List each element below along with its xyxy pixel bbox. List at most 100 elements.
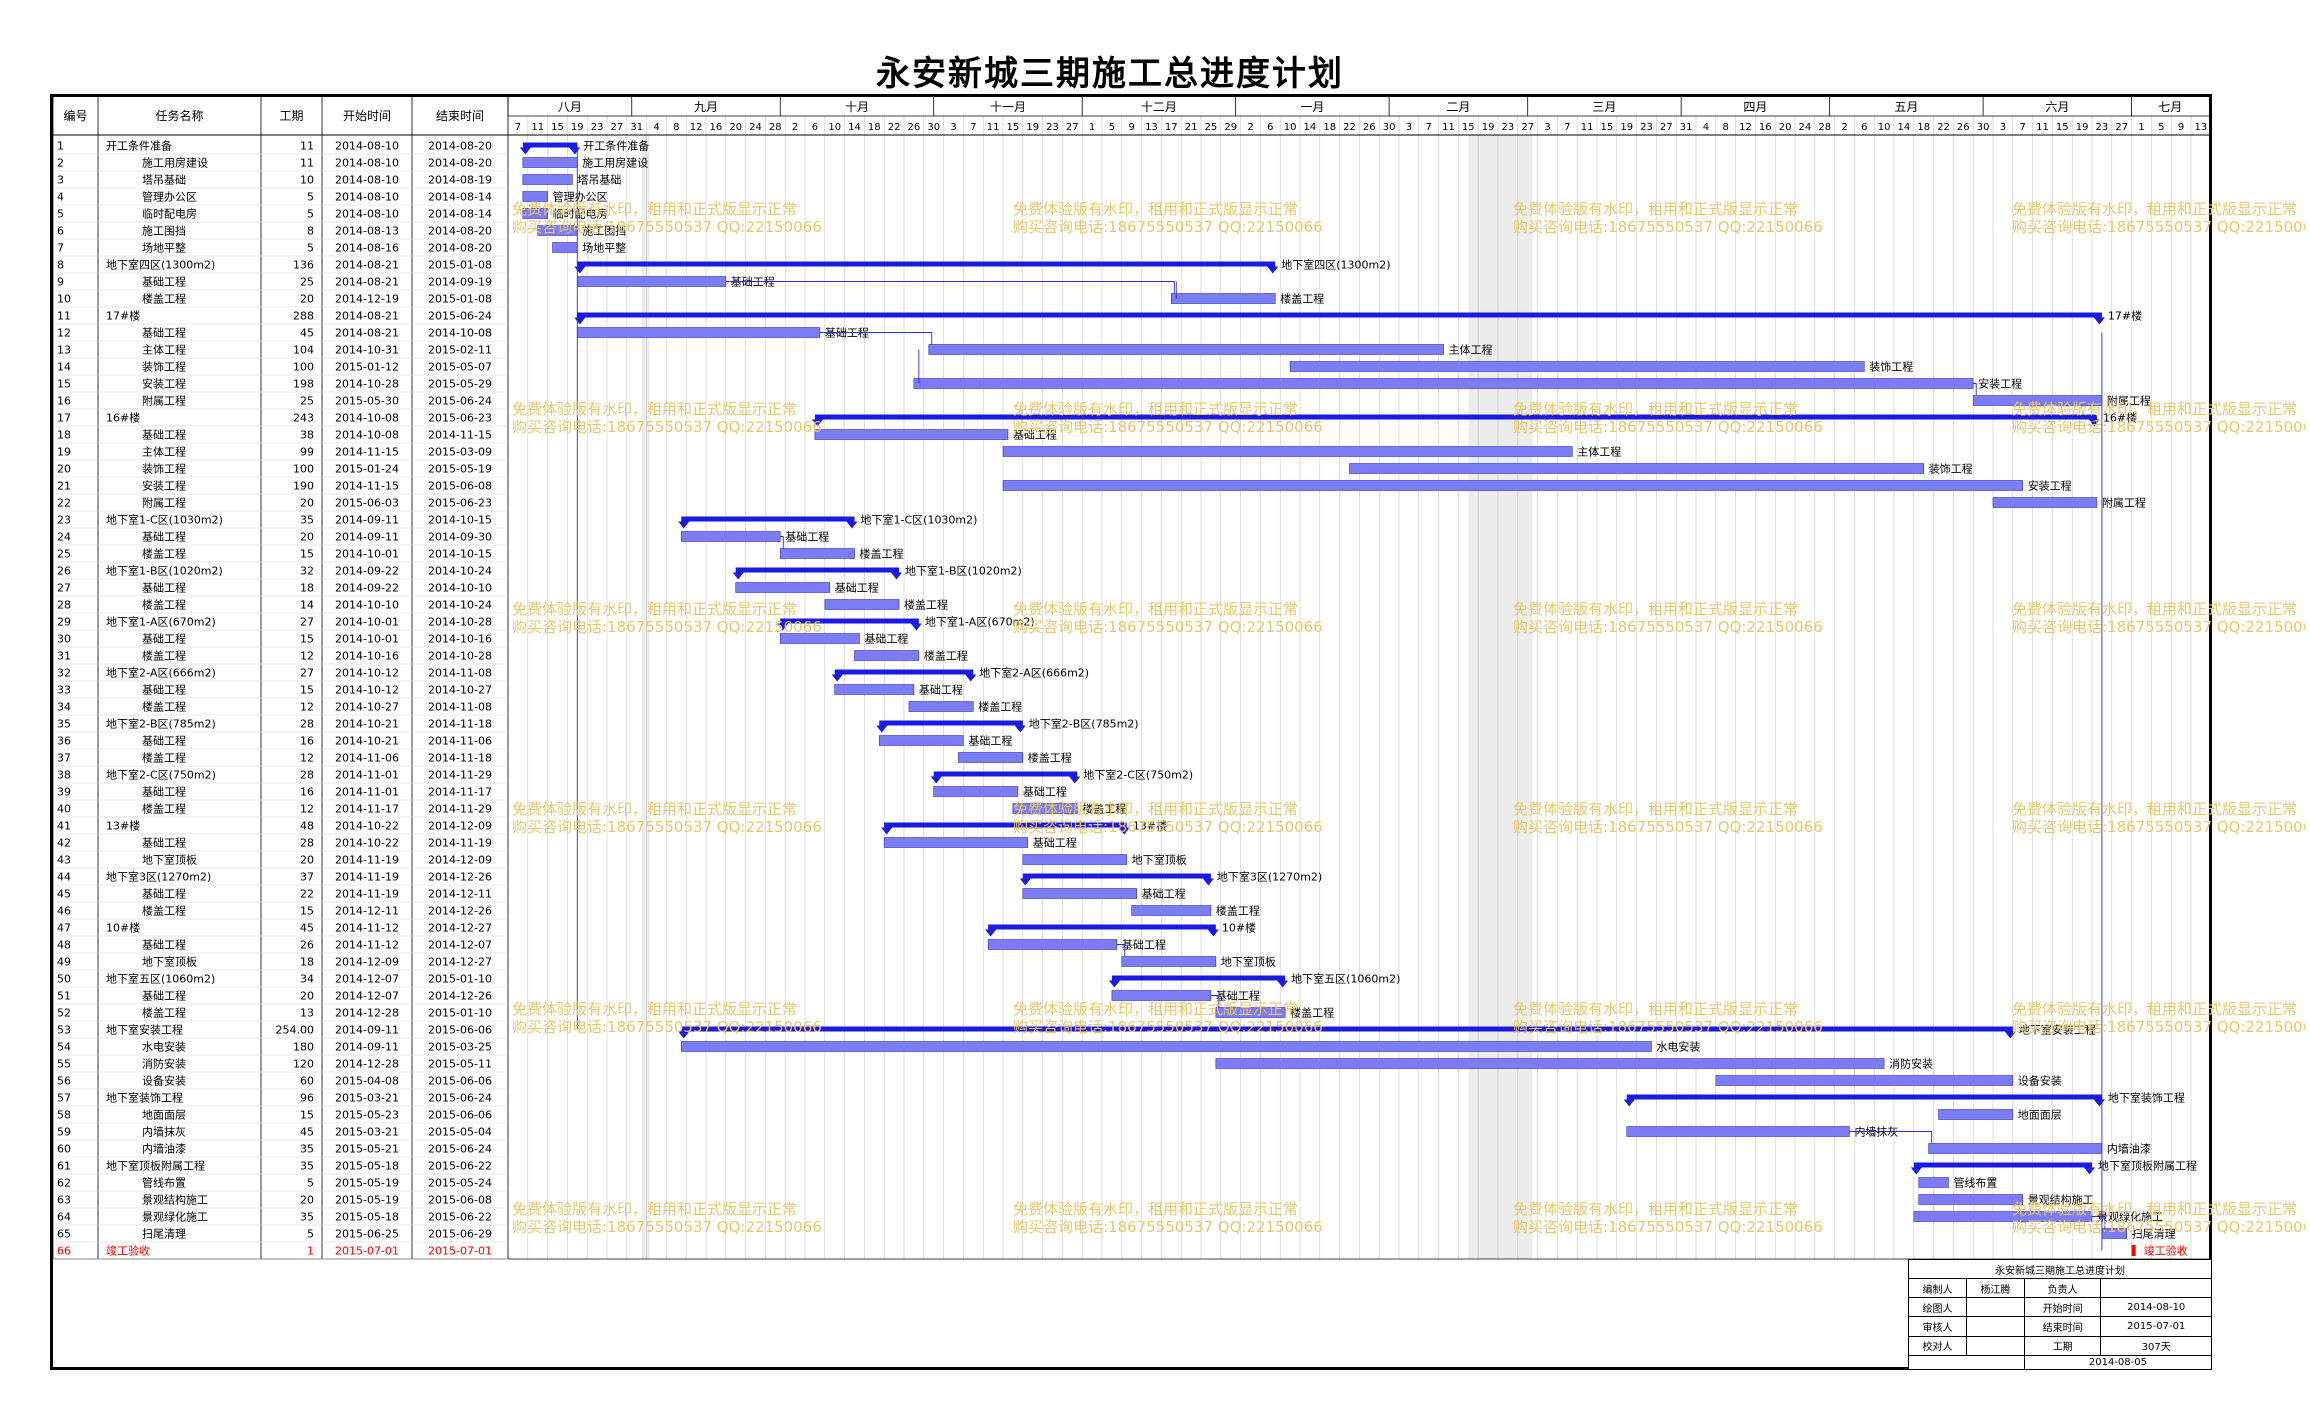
day-tick-label: 30 xyxy=(1977,122,1990,133)
row-duration: 190 xyxy=(293,480,314,493)
row-id: 23 xyxy=(57,514,71,527)
row-id: 34 xyxy=(57,701,71,714)
task-bar xyxy=(1215,1007,1286,1018)
bar-label: 安装工程 xyxy=(1978,377,2022,391)
bar-label: 主体工程 xyxy=(1577,445,1621,459)
row-duration: 20 xyxy=(300,990,314,1003)
row-id: 64 xyxy=(57,1211,71,1224)
task-bar xyxy=(1131,905,1212,916)
row-name: 16#楼 xyxy=(106,411,140,425)
row-start: 2014-11-01 xyxy=(335,769,399,782)
row-id: 46 xyxy=(57,905,71,918)
row-duration: 38 xyxy=(300,429,314,442)
day-tick-label: 11 xyxy=(531,122,544,133)
watermark-line: 购买咨询电话:18675550537 QQ:22150066 xyxy=(2012,1018,2305,1036)
day-tick-label: 18 xyxy=(868,122,881,133)
task-bar xyxy=(913,378,1974,389)
bar-label: 塔吊基础 xyxy=(577,174,621,187)
summary-cap-right xyxy=(910,623,922,631)
day-tick-label: 1 xyxy=(2138,122,2144,133)
month-label: 十一月 xyxy=(990,100,1026,114)
row-name: 附属工程 xyxy=(142,496,186,510)
day-tick-label: 28 xyxy=(1818,122,1831,133)
row-duration: 99 xyxy=(300,446,314,459)
start-label: 开始时间 xyxy=(2023,1297,2102,1318)
row-id: 57 xyxy=(57,1092,71,1105)
row-start: 2014-08-16 xyxy=(335,242,399,255)
day-tick-label: 29 xyxy=(1224,122,1237,133)
row-end: 2014-12-11 xyxy=(428,888,492,901)
month-label: 一月 xyxy=(1300,100,1324,114)
watermark-line: 免费体验版有水印，租用和正式版显示正常 xyxy=(1013,400,1299,418)
task-bar xyxy=(1022,888,1137,899)
day-tick-label: 22 xyxy=(888,122,901,133)
row-end: 2014-10-24 xyxy=(428,565,492,578)
row-start: 2014-09-22 xyxy=(335,565,399,578)
summary-bar xyxy=(780,618,919,624)
row-duration: 28 xyxy=(300,769,314,782)
day-tick-label: 10 xyxy=(1878,122,1891,133)
row-id: 45 xyxy=(57,888,71,901)
watermark: 免费体验版有水印，租用和正式版显示正常购买咨询电话:18675550537 QQ… xyxy=(1513,1200,1823,1236)
row-end: 2014-08-19 xyxy=(428,174,492,187)
row-end: 2014-12-07 xyxy=(428,939,492,952)
day-tick-label: 28 xyxy=(769,122,782,133)
row-end: 2015-06-06 xyxy=(428,1024,492,1037)
watermark-line: 购买咨询电话:18675550537 QQ:22150066 xyxy=(1513,218,1823,236)
row-end: 2015-05-04 xyxy=(428,1126,492,1139)
day-tick-label: 27 xyxy=(1521,122,1534,133)
row-duration: 35 xyxy=(300,514,314,527)
start-value: 2014-08-10 xyxy=(2100,1297,2212,1318)
task-bar xyxy=(1626,1126,1850,1137)
day-tick-label: 24 xyxy=(749,122,762,133)
watermark-line: 购买咨询电话:18675550537 QQ:22150066 xyxy=(2012,418,2305,436)
day-tick-label: 4 xyxy=(1703,122,1709,133)
bar-label: 安装工程 xyxy=(2028,479,2072,493)
day-tick-label: 19 xyxy=(2076,122,2089,133)
summary-cap-right xyxy=(1207,929,1219,937)
summary-bar xyxy=(681,516,855,522)
summary-cap-right xyxy=(846,521,858,529)
row-name: 基础工程 xyxy=(142,684,186,697)
task-bar xyxy=(1215,1058,1885,1069)
row-duration: 15 xyxy=(300,548,314,561)
row-start: 2014-10-21 xyxy=(335,718,399,731)
row-id: 62 xyxy=(57,1177,71,1190)
row-duration: 22 xyxy=(300,888,314,901)
row-name: 地下室四区(1300m2) xyxy=(106,258,215,272)
bar-label: 基础工程 xyxy=(1033,837,1077,850)
day-tick-label: 24 xyxy=(1799,122,1812,133)
row-name: 基础工程 xyxy=(142,735,186,748)
manager-value xyxy=(2100,1278,2212,1299)
row-end: 2014-12-26 xyxy=(428,905,492,918)
row-name: 基础工程 xyxy=(142,939,186,952)
summary-bar xyxy=(834,669,974,675)
day-tick-label: 13 xyxy=(1145,122,1158,133)
row-id: 15 xyxy=(57,378,71,391)
summary-cap-right xyxy=(1014,725,1026,733)
summary-bar xyxy=(1022,873,1211,879)
row-start: 2014-10-21 xyxy=(335,735,399,748)
row-duration: 28 xyxy=(300,718,314,731)
task-bar xyxy=(1121,956,1217,967)
row-end: 2014-10-15 xyxy=(428,548,492,561)
bar-label: 附属工程 xyxy=(2102,496,2146,510)
bar-label: 地下室顶板附属工程 xyxy=(2098,1159,2197,1173)
row-name: 扫尾清理 xyxy=(142,1228,186,1241)
day-tick-label: 15 xyxy=(1007,122,1020,133)
row-end: 2014-10-24 xyxy=(428,599,492,612)
task-bar xyxy=(987,939,1118,950)
day-tick-label: 15 xyxy=(1462,122,1475,133)
row-duration: 12 xyxy=(300,701,314,714)
row-start: 2014-08-21 xyxy=(335,327,399,340)
row-duration: 5 xyxy=(307,1228,314,1241)
row-duration: 5 xyxy=(307,1177,314,1190)
row-duration: 15 xyxy=(300,905,314,918)
row-start: 2014-10-12 xyxy=(335,684,399,697)
summary-cap-right xyxy=(1118,827,1130,835)
summary-cap-right xyxy=(1277,980,1289,988)
row-end: 2014-08-20 xyxy=(428,157,492,170)
row-id: 44 xyxy=(57,871,71,884)
row-duration: 25 xyxy=(300,276,314,289)
row-end: 2015-01-08 xyxy=(428,259,492,272)
